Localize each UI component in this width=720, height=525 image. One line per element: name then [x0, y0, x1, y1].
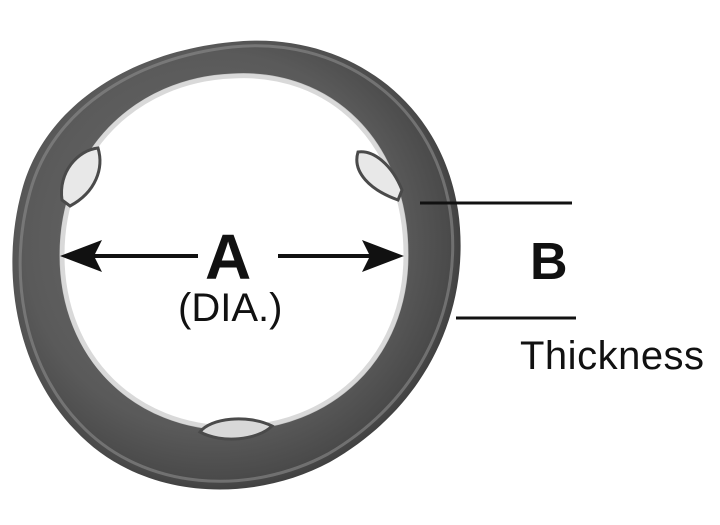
thickness-dimension — [420, 201, 576, 320]
ring-notch-bottom — [197, 417, 275, 441]
diameter-dimension — [60, 240, 404, 272]
ring-notch-left — [60, 146, 102, 208]
ring-outer-highlight — [18, 44, 455, 483]
arrow-left-icon — [60, 240, 102, 272]
thickness-label: B — [530, 233, 568, 291]
arrow-right-icon — [362, 240, 404, 272]
diameter-label: A — [205, 221, 251, 293]
ring-notch-right — [355, 150, 404, 202]
diameter-note: (DIA.) — [178, 286, 283, 330]
thickness-caption: Thickness — [520, 334, 705, 378]
